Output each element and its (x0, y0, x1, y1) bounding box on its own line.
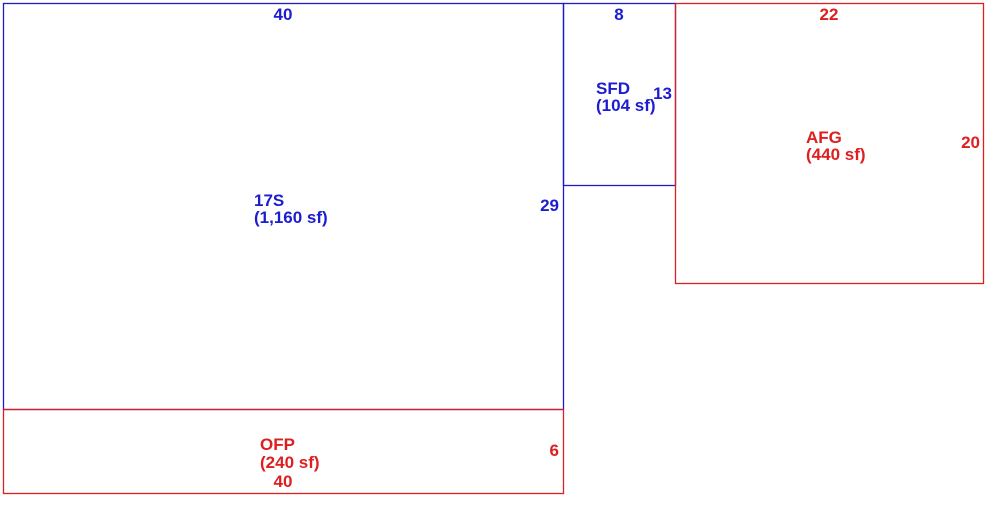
area-ofp-outline (2, 408, 565, 495)
area-ofp-dim-right: 6 (550, 441, 559, 460)
area-afg-code: AFG (806, 128, 842, 147)
area-afg-dim-top: 22 (820, 5, 839, 24)
area-ofp-dim-bottom: 40 (274, 472, 293, 491)
area-afg-sqft: (440 sf) (806, 145, 866, 164)
area-afg-dim-right: 20 (961, 133, 980, 152)
area-sfd-dim-right: 13 (653, 84, 672, 103)
area-17s: 17S (1,160 sf) 40 29 (2, 2, 565, 411)
area-ofp-sqft: (240 sf) (260, 453, 320, 472)
area-ofp: OFP (240 sf) 6 40 (2, 408, 565, 495)
area-17s-code: 17S (254, 191, 284, 210)
area-sfd-dim-top: 8 (614, 5, 623, 24)
area-afg: AFG (440 sf) 22 20 (674, 2, 985, 285)
area-17s-dim-right: 29 (540, 196, 559, 215)
area-afg-outline (674, 2, 985, 285)
area-sfd-code: SFD (596, 79, 630, 98)
area-17s-dim-top: 40 (274, 5, 293, 24)
area-sfd-sqft: (104 sf) (596, 96, 656, 115)
area-17s-sqft: (1,160 sf) (254, 208, 328, 227)
area-sfd: SFD (104 sf) 8 13 (562, 2, 677, 187)
area-ofp-code: OFP (260, 435, 295, 454)
